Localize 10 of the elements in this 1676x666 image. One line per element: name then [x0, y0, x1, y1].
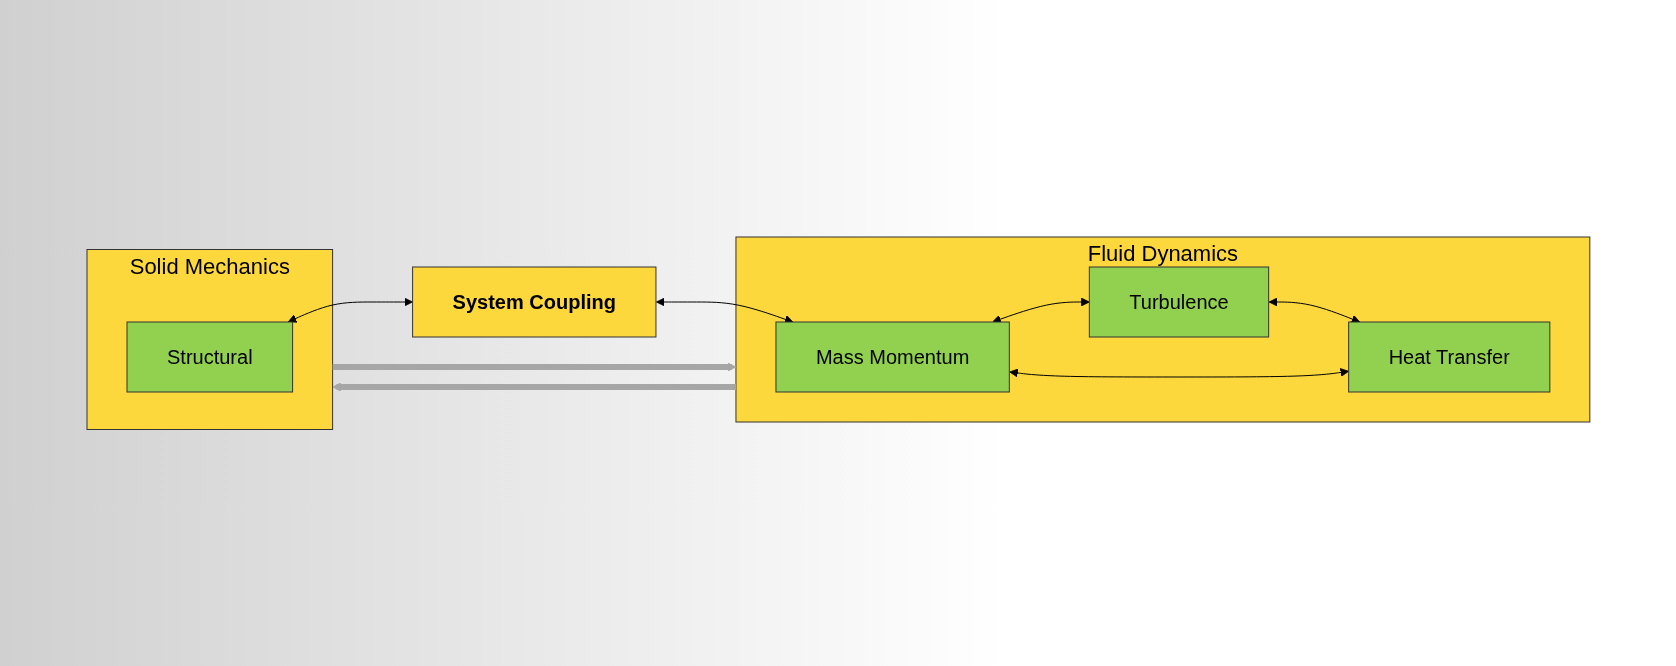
arrow [1008, 367, 1349, 378]
arrow [332, 362, 736, 372]
arrow [287, 297, 413, 323]
arrow [331, 382, 736, 392]
node-box: Structural [126, 321, 293, 393]
node-box: Mass Momentum [775, 321, 1010, 393]
node-box: Turbulence [1088, 266, 1269, 338]
node-box: Heat Transfer [1347, 321, 1550, 393]
node-box: System Coupling [411, 266, 657, 338]
arrow [1268, 297, 1360, 323]
